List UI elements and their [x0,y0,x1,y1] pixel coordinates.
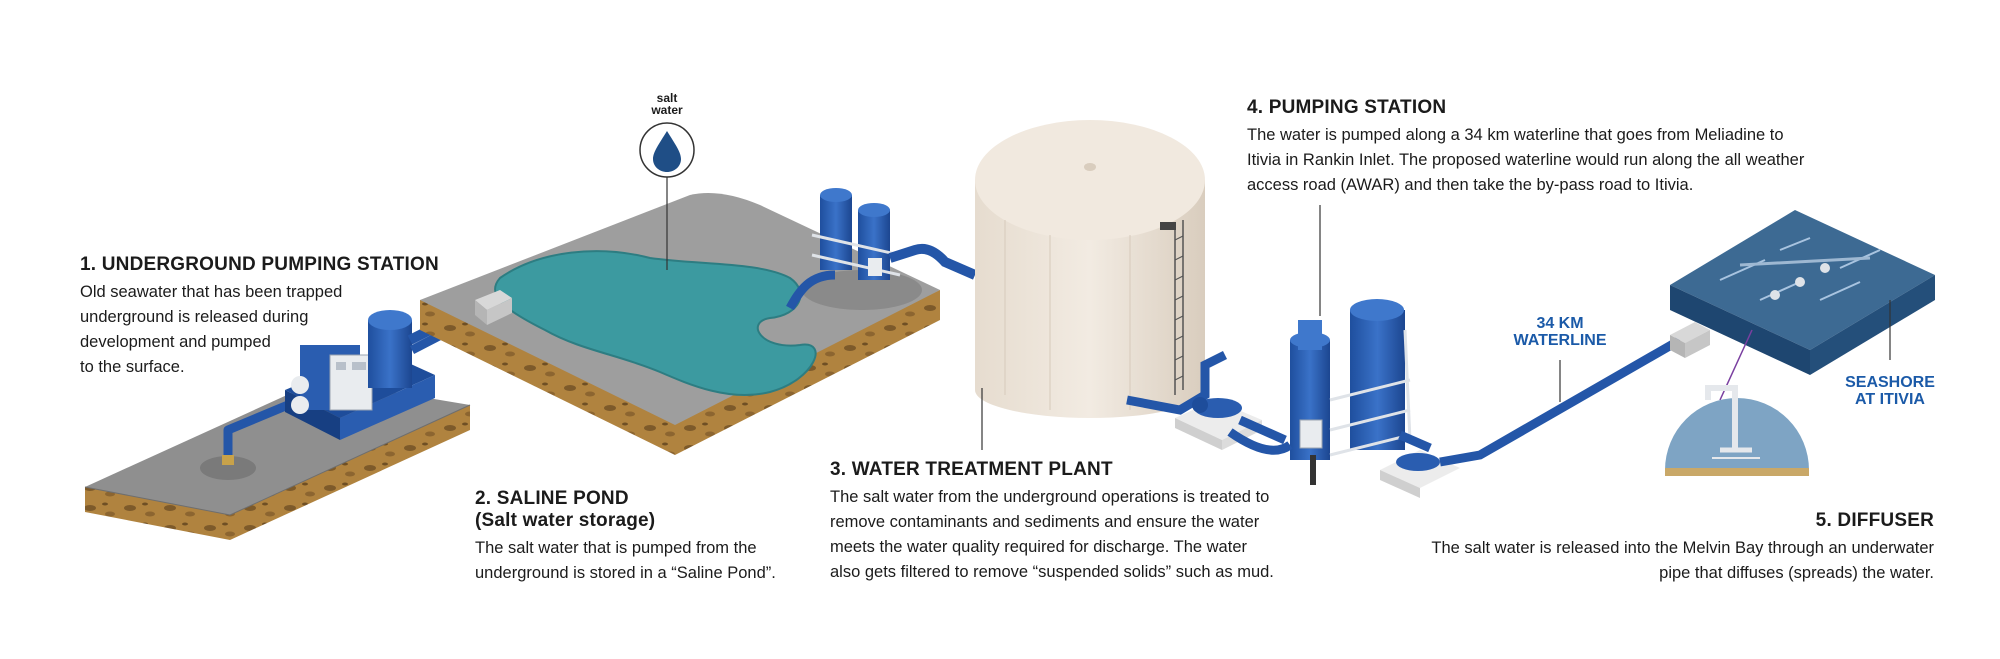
step3-title: 3. WATER TREATMENT PLANT [830,459,1274,481]
step1-caption: 1. UNDERGROUND PUMPING STATION Old seawa… [80,254,439,380]
step3-line: meets the water quality required for dis… [830,535,1274,560]
waterline-callout: 34 KM WATERLINE [1500,315,1620,349]
step5-line: The salt water is released into the Melv… [1431,536,1934,561]
step5-title: 5. DIFFUSER [1431,510,1934,532]
waterline-callout-line1: 34 KM [1500,315,1620,332]
diffuser-valve-box [1670,322,1710,358]
waterline-callout-line2: WATERLINE [1500,332,1620,349]
water-drop-icon [640,123,694,177]
diffuser-detail-bubble [1665,388,1809,476]
salt-water-label-line2: water [637,104,697,116]
step5-line: pipe that diffuses (spreads) the water. [1431,561,1934,586]
step3-line: also gets filtered to remove “suspended … [830,560,1274,585]
seashore-callout-line1: SEASHORE [1830,374,1950,391]
step4-line: Itivia in Rankin Inlet. The proposed wat… [1247,148,1804,173]
step4-line: access road (AWAR) and then take the by-… [1247,173,1804,198]
water-treatment-tank [975,120,1205,418]
seashore-water-block [1670,210,1935,375]
step2-line: underground is stored in a “Saline Pond”… [475,561,776,586]
salt-water-icon-label: salt water [637,92,697,116]
seashore-callout-line2: AT ITIVIA [1830,391,1950,408]
step3-body: The salt water from the underground oper… [830,485,1274,585]
pipe-to-treatment-plant [890,249,975,275]
step1-line: to the surface. [80,355,439,380]
step2-body: The salt water that is pumped from the u… [475,536,776,586]
step5-body: The salt water is released into the Melv… [1431,536,1934,586]
step4-title: 4. PUMPING STATION [1247,97,1804,119]
step1-line: development and pumped [80,330,439,355]
step5-caption: 5. DIFFUSER The salt water is released i… [1431,510,1934,586]
step2-line: The salt water that is pumped from the [475,536,776,561]
step4-line: The water is pumped along a 34 km waterl… [1247,123,1804,148]
step3-line: The salt water from the underground oper… [830,485,1274,510]
step1-line: Old seawater that has been trapped [80,280,439,305]
seashore-callout: SEASHORE AT ITIVIA [1830,374,1950,408]
step3-line: remove contaminants and sediments and en… [830,510,1274,535]
step1-title: 1. UNDERGROUND PUMPING STATION [80,254,439,276]
step1-line: underground is released during [80,305,439,330]
step1-body: Old seawater that has been trapped under… [80,280,439,380]
step4-caption: 4. PUMPING STATION The water is pumped a… [1247,97,1804,198]
step2-caption: 2. SALINE POND (Salt water storage) The … [475,488,776,586]
step3-caption: 3. WATER TREATMENT PLANT The salt water … [830,459,1274,585]
step4-body: The water is pumped along a 34 km waterl… [1247,123,1804,198]
step2-subtitle: (Salt water storage) [475,510,776,532]
step2-title: 2. SALINE POND [475,488,776,510]
